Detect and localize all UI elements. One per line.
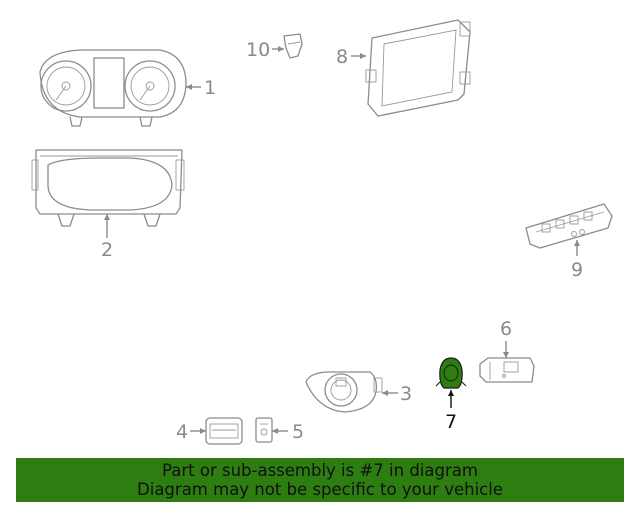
part-10-clip[interactable] <box>283 33 303 59</box>
part-4-switch[interactable] <box>205 417 243 445</box>
part-1-instrument-cluster[interactable] <box>39 49 187 127</box>
callout-4[interactable]: 4 <box>176 421 188 443</box>
callout-8[interactable]: 8 <box>336 46 348 68</box>
callout-9[interactable]: 9 <box>571 259 583 281</box>
part-9-switch-panel[interactable] <box>525 203 613 249</box>
part-2-cluster-housing[interactable] <box>31 149 185 227</box>
highlight-notice-banner: Part or sub-assembly is #7 in diagram Di… <box>16 458 624 502</box>
callout-5[interactable]: 5 <box>292 421 304 443</box>
callout-1[interactable]: 1 <box>204 77 216 99</box>
callout-2[interactable]: 2 <box>101 239 113 261</box>
callout-7[interactable]: 7 <box>445 411 457 433</box>
callout-3[interactable]: 3 <box>400 383 412 405</box>
callout-10[interactable]: 10 <box>246 39 270 61</box>
part-8-display-screen[interactable] <box>365 19 471 117</box>
banner-line-2: Diagram may not be specific to your vehi… <box>137 480 503 499</box>
part-6-module[interactable] <box>479 357 535 383</box>
banner-line-1: Part or sub-assembly is #7 in diagram <box>162 461 478 480</box>
part-5-button[interactable] <box>255 417 273 443</box>
callout-6[interactable]: 6 <box>500 318 512 340</box>
parts-diagram: 1 2 10 8 9 <box>31 19 613 445</box>
part-7-highlighted-component[interactable] <box>435 357 467 389</box>
part-3-headlamp-switch[interactable] <box>305 371 383 413</box>
